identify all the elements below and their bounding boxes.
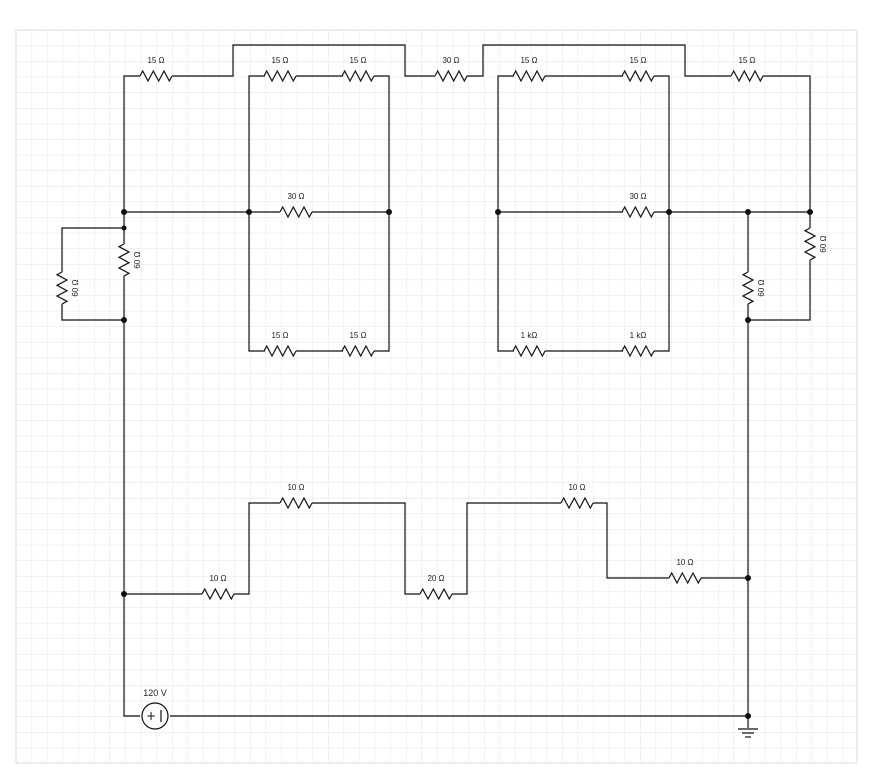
resistor-right-mid30 [621, 205, 655, 219]
voltage-source: + 120 V [141, 688, 169, 730]
junction-node [246, 209, 252, 215]
resistor-left-mid30 [279, 205, 313, 219]
resistors [55, 69, 817, 601]
labels: 15 Ω 15 Ω 15 Ω 30 Ω 15 Ω 15 Ω 15 Ω 30 Ω 30 Ω 60 Ω… [71, 56, 828, 583]
junction-node [121, 317, 127, 323]
plus-sign: + [146, 709, 156, 723]
voltage-source-symbol [141, 702, 169, 730]
resistor-low-10c [560, 496, 594, 510]
junction-node [745, 209, 751, 215]
resistor-label: 10 Ω [209, 574, 226, 583]
resistor-top-b1 [512, 69, 546, 83]
resistor-label: 15 Ω [349, 331, 366, 340]
resistor-top-right [730, 69, 764, 83]
resistor-top-a1 [263, 69, 297, 83]
resistor-top-a2 [341, 69, 375, 83]
resistor-right-bot2 [621, 344, 655, 358]
junction-node [745, 317, 751, 323]
resistor-label: 15 Ω [147, 56, 164, 65]
resistor-left-v60 [117, 243, 131, 277]
resistor-label: 1 kΩ [630, 331, 647, 340]
junction-node [745, 713, 751, 719]
resistor-label: 60 Ω [133, 251, 142, 268]
resistor-low-10d [668, 571, 702, 585]
voltage-source-label: 120 V [143, 688, 167, 698]
resistor-label: 20 Ω [427, 574, 444, 583]
resistor-label: 15 Ω [520, 56, 537, 65]
wires [61, 44, 811, 738]
resistor-top-b2 [621, 69, 655, 83]
resistor-right-v60 [741, 271, 755, 305]
junction-node [121, 225, 127, 231]
resistor-label: 10 Ω [568, 483, 585, 492]
resistor-left-outer60 [55, 271, 69, 305]
resistor-right-bot1 [512, 344, 546, 358]
resistor-label: 1 kΩ [521, 331, 538, 340]
resistor-low-10a [201, 587, 235, 601]
resistor-low-10b [279, 496, 313, 510]
resistor-left-bot1 [263, 344, 297, 358]
junction-node [807, 209, 813, 215]
resistor-label: 15 Ω [738, 56, 755, 65]
junction-node [386, 209, 392, 215]
resistor-label: 60 Ω [819, 235, 828, 252]
resistor-label: 10 Ω [676, 558, 693, 567]
resistor-label: 15 Ω [629, 56, 646, 65]
junction-node [666, 209, 672, 215]
resistor-label: 60 Ω [757, 279, 766, 296]
grid-background [15, 29, 858, 764]
resistor-low-20 [419, 587, 453, 601]
resistor-top-left [139, 69, 173, 83]
resistor-label: 15 Ω [271, 331, 288, 340]
resistor-label: 15 Ω [349, 56, 366, 65]
junction-node [745, 575, 751, 581]
junction-node [121, 591, 127, 597]
resistor-label: 10 Ω [287, 483, 304, 492]
resistor-label: 30 Ω [629, 192, 646, 201]
resistor-top-mid [434, 69, 468, 83]
resistor-label: 30 Ω [287, 192, 304, 201]
junction-node [121, 209, 127, 215]
resistor-right-outer60 [803, 227, 817, 261]
junction-nodes [121, 209, 813, 719]
resistor-label: 15 Ω [271, 56, 288, 65]
resistor-label: 60 Ω [71, 279, 80, 296]
resistor-left-bot2 [341, 344, 375, 358]
junction-node [495, 209, 501, 215]
resistor-label: 30 Ω [442, 56, 459, 65]
